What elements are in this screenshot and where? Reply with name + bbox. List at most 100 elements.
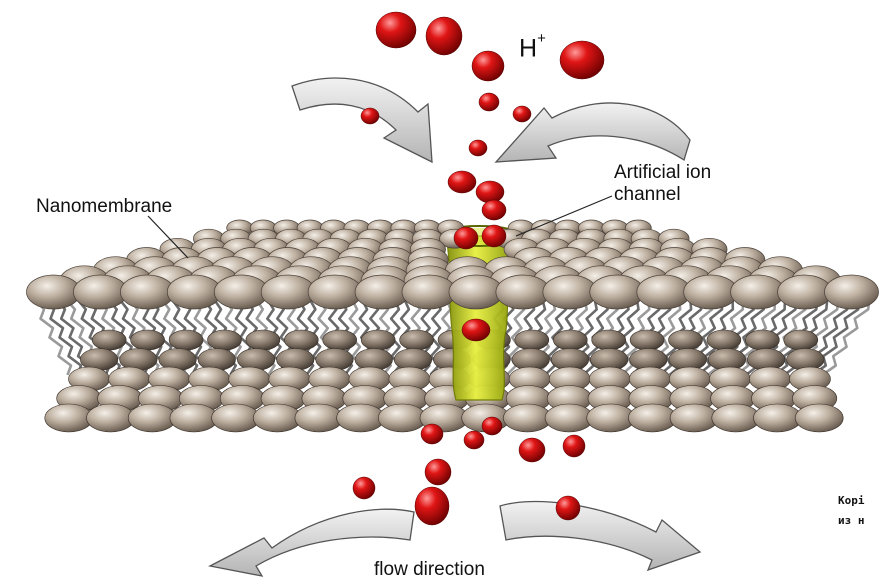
lipid-head [207, 329, 242, 351]
lipid-head [86, 403, 135, 433]
lipid-tail [811, 299, 861, 376]
cropped-caption-line1: Корі [838, 494, 865, 507]
lipid-head [213, 274, 269, 310]
lipid-head [586, 403, 636, 433]
lipid-head [777, 274, 832, 310]
hydrogen-ion [424, 458, 452, 486]
hydrogen-ion [352, 476, 376, 500]
lipid-head [503, 403, 552, 433]
flow-direction-label: flow direction [374, 559, 485, 580]
hydrogen-ion [375, 11, 417, 49]
ion-channel-label-line2: channel [614, 184, 681, 205]
lipid-head [130, 329, 165, 351]
lipid-head [591, 329, 627, 351]
hydrogen-ion [559, 40, 605, 80]
lipid-head [127, 403, 177, 433]
lipid-head [26, 274, 81, 310]
lipid-head [542, 274, 598, 310]
lipid-head [44, 403, 94, 433]
hydrogen-ions [352, 11, 605, 526]
lipid-head [168, 329, 204, 351]
hydrogen-ion [481, 416, 503, 436]
bottom-right-arrow [499, 500, 702, 572]
lipid-head [794, 403, 844, 433]
lipid-head [824, 274, 879, 310]
cropped-caption: Корі из н [838, 491, 865, 531]
lipid-head [294, 403, 344, 433]
ion-label-charge: + [537, 30, 546, 47]
hydrogen-ion [420, 423, 444, 445]
lipid-head [753, 403, 802, 433]
hydrogen-ion [481, 224, 507, 248]
hydrogen-ion [481, 199, 507, 221]
hydrogen-ion [518, 437, 546, 463]
lipid-tail [44, 299, 83, 376]
lipid-head [706, 329, 742, 351]
lipid-head [307, 274, 363, 310]
lipid-head [322, 329, 358, 351]
lipid-head [283, 329, 319, 351]
lipid-head [730, 274, 785, 310]
ion-label-base: H [519, 34, 538, 63]
hydrogen-ion [425, 16, 463, 56]
hydrogen-ion [475, 180, 505, 204]
lipid-head [354, 274, 410, 310]
nanomembrane-leader [147, 215, 189, 259]
hydrogen-ion [478, 92, 500, 112]
hydrogen-ion [414, 486, 450, 526]
lipid-head [544, 403, 594, 433]
lipid-head [260, 274, 316, 310]
lipid-head [336, 403, 385, 433]
lipid-head [169, 403, 219, 433]
hydrogen-ion [468, 139, 488, 157]
lipid-head [628, 403, 677, 433]
lipid-head [495, 274, 551, 310]
top-left-arrow [291, 77, 433, 164]
hydrogen-ion [461, 318, 491, 342]
ion-channel-label: Artificial ion channel [614, 162, 711, 206]
ion-channel-leader [515, 195, 613, 237]
lipid-head [514, 329, 550, 351]
lipid-tail [34, 299, 73, 376]
lipid-head [783, 329, 819, 351]
lipid-head [669, 403, 719, 433]
lipid-head [589, 274, 645, 310]
lipid-head [120, 274, 175, 310]
ion-label: H+ [519, 30, 546, 63]
lipid-head [211, 403, 260, 433]
lipid-head [237, 348, 276, 371]
hydrogen-ion [447, 170, 477, 194]
lipid-head [73, 274, 128, 310]
lipid-head [360, 329, 396, 351]
flow-arrows [208, 77, 702, 577]
lipid-head [683, 274, 739, 310]
ion-channel-label-line1: Artificial ion [614, 162, 712, 183]
top-right-arrow [494, 102, 691, 163]
cropped-caption-line2: из н [838, 514, 865, 527]
lipid-head [377, 403, 427, 433]
lipid-head [745, 329, 780, 351]
lipid-head [629, 329, 665, 351]
hydrogen-ion [562, 434, 586, 458]
lipid-head [245, 329, 281, 351]
lipid-head [91, 329, 127, 351]
lower-lipid-layer [44, 329, 844, 433]
lipid-head [252, 403, 302, 433]
lipid-head [448, 274, 504, 310]
lipid-head [552, 329, 588, 351]
bottom-left-arrow [208, 508, 415, 577]
nanomembrane-label: Nanomembrane [36, 196, 173, 217]
hydrogen-ion [453, 226, 479, 250]
hydrogen-ion [555, 495, 581, 521]
hydrogen-ion [512, 105, 532, 123]
lipid-head [399, 329, 434, 351]
lipid-head [636, 274, 692, 310]
lipid-tail [821, 299, 871, 376]
hydrogen-ion [471, 50, 505, 82]
upper-lipid-layer [26, 219, 879, 310]
hydrogen-ion [463, 430, 485, 450]
lipid-head [401, 274, 457, 310]
lipid-head [668, 329, 703, 351]
